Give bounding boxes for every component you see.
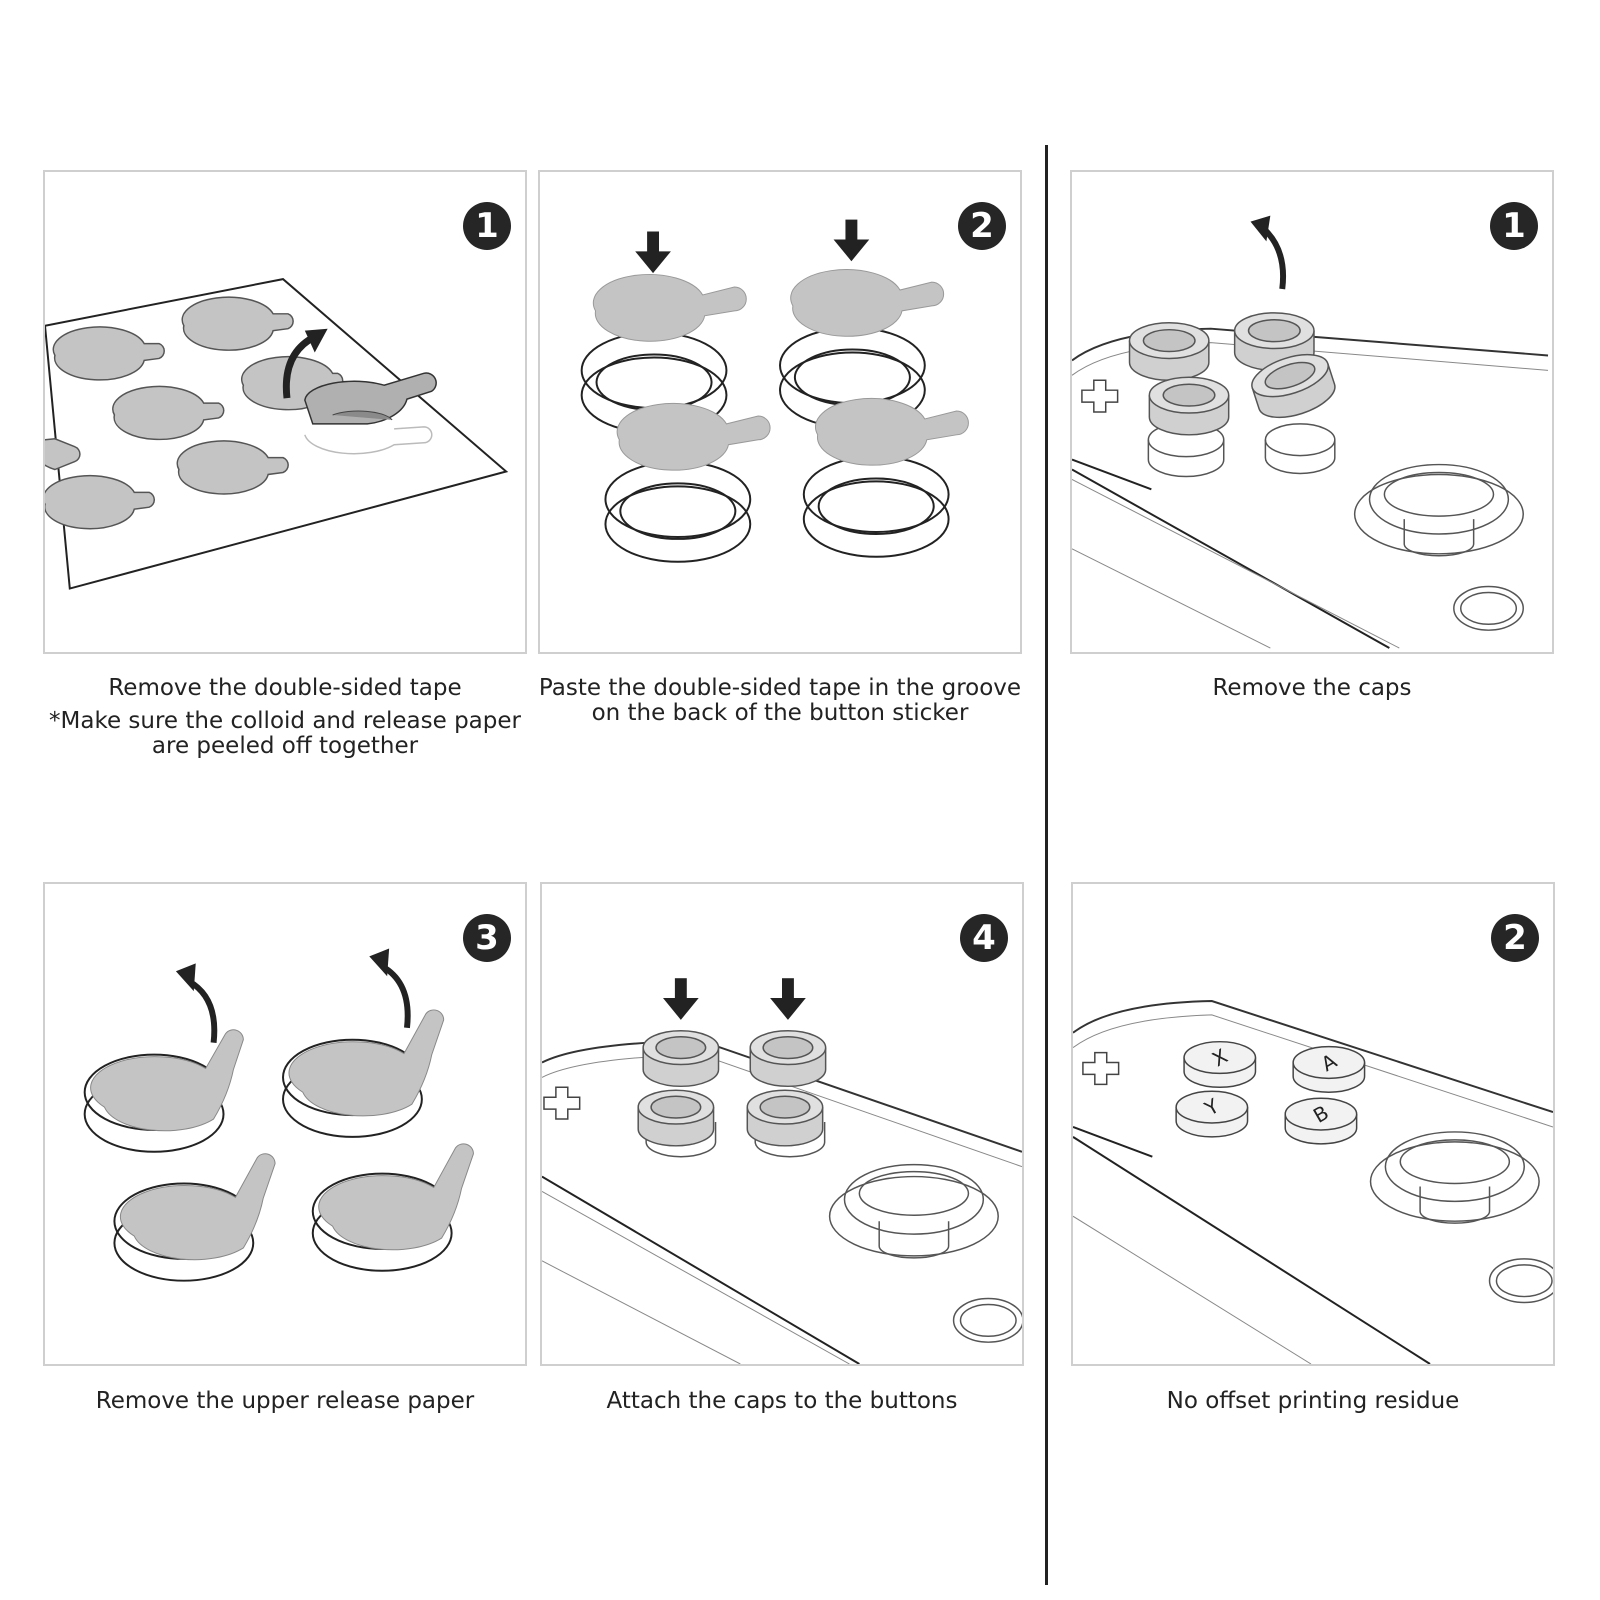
- step-number-badge: 1: [1490, 202, 1538, 250]
- step-number-badge: 2: [1491, 914, 1539, 962]
- step-panel-right-2: X A Y B 2: [1071, 882, 1555, 1366]
- caption-line: are peeled off together: [151, 733, 419, 759]
- release-paper-illustration: [83, 948, 474, 1282]
- step-number-badge: 1: [463, 202, 511, 250]
- attach-caps-illustration: [542, 978, 1022, 1364]
- step-caption: Remove the caps: [1070, 676, 1554, 701]
- result-controller-illustration: X A Y B: [1073, 1000, 1553, 1364]
- step-caption: Paste the double-sided tape in the groov…: [530, 676, 1030, 726]
- caption-line: on the back of the button sticker: [591, 700, 969, 726]
- caption-line: Attach the caps to the buttons: [606, 1388, 958, 1414]
- step-panel-left-2: 2: [538, 170, 1022, 654]
- caption-line: Remove the upper release paper: [95, 1388, 475, 1414]
- step-panel-left-4: 4: [540, 882, 1024, 1366]
- step-caption: No offset printing residue: [1071, 1389, 1555, 1414]
- step-caption: Attach the caps to the buttons: [540, 1389, 1024, 1414]
- step-panel-left-1: 1: [43, 170, 527, 654]
- caption-line: *Make sure the colloid and release paper: [49, 708, 521, 734]
- step-panel-left-3: 3: [43, 882, 527, 1366]
- caption-line: Remove the double-sided tape: [108, 675, 462, 701]
- step-number-badge: 2: [958, 202, 1006, 250]
- caption-line: No offset printing residue: [1166, 1388, 1460, 1414]
- step-number-badge: 3: [463, 914, 511, 962]
- step-caption: Remove the upper release paper: [43, 1389, 527, 1414]
- caption-line: Remove the caps: [1212, 675, 1412, 701]
- remove-caps-illustration: [1072, 215, 1549, 649]
- tape-sheet-illustration: [45, 278, 509, 590]
- step-caption: Remove the double-sided tape *Make sure …: [43, 676, 527, 759]
- caption-line: Paste the double-sided tape in the groov…: [538, 675, 1022, 701]
- paste-tape-illustration: [580, 219, 969, 563]
- section-divider: [1045, 145, 1048, 1585]
- step-number-badge: 4: [960, 914, 1008, 962]
- step-panel-right-1: 1: [1070, 170, 1554, 654]
